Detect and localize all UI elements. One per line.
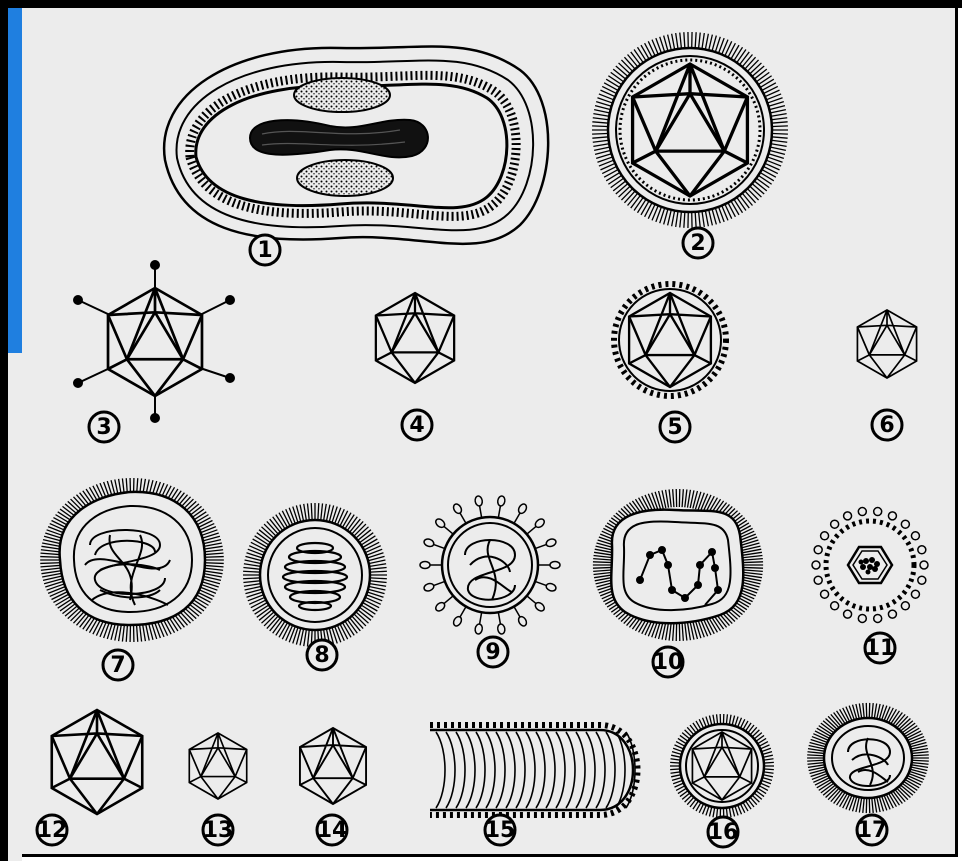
label-11: 11: [865, 633, 896, 663]
label-4: 4: [402, 410, 432, 440]
label-15: 15: [485, 815, 516, 845]
specimen-16: [670, 714, 774, 818]
label-8: 8: [307, 640, 337, 670]
label-text: 2: [690, 231, 705, 256]
specimen-14: [300, 728, 366, 804]
label-text: 5: [667, 415, 682, 440]
specimen-15: [430, 725, 638, 815]
label-9: 9: [478, 637, 508, 667]
specimen-17: [807, 703, 929, 813]
label-13: 13: [203, 815, 234, 845]
label-7: 7: [103, 650, 133, 680]
label-1: 1: [250, 235, 280, 265]
label-text: 4: [409, 413, 424, 438]
label-14: 14: [317, 815, 348, 845]
label-text: 9: [485, 640, 500, 665]
label-text: 10: [653, 650, 684, 675]
label-10: 10: [653, 647, 684, 677]
specimen-2: [592, 32, 788, 228]
specimen-12: [52, 710, 142, 814]
label-text: 8: [314, 643, 329, 668]
specimen-10: [593, 489, 763, 641]
label-2: 2: [683, 228, 713, 258]
label-text: 1: [257, 238, 272, 263]
label-text: 11: [865, 636, 896, 661]
label-text: 16: [708, 820, 739, 845]
label-17: 17: [857, 815, 888, 845]
label-text: 15: [485, 818, 516, 843]
label-text: 7: [110, 653, 125, 678]
label-6: 6: [872, 410, 902, 440]
label-text: 3: [96, 415, 111, 440]
specimen-9: [420, 495, 560, 634]
label-text: 14: [317, 818, 348, 843]
specimen-6: [857, 310, 916, 378]
specimen-5: [614, 284, 726, 396]
specimen-8: [243, 503, 387, 647]
label-text: 17: [857, 818, 888, 843]
specimen-1: [164, 46, 548, 243]
label-16: 16: [708, 817, 739, 847]
label-text: 6: [879, 413, 894, 438]
label-12: 12: [37, 815, 68, 845]
specimen-3: [74, 261, 234, 422]
specimen-11: [812, 508, 928, 623]
specimen-4: [376, 293, 454, 383]
label-text: 12: [37, 818, 68, 843]
label-3: 3: [89, 412, 119, 442]
specimen-7: [40, 478, 224, 642]
label-5: 5: [660, 412, 690, 442]
specimen-13: [189, 733, 246, 799]
label-text: 13: [203, 818, 234, 843]
